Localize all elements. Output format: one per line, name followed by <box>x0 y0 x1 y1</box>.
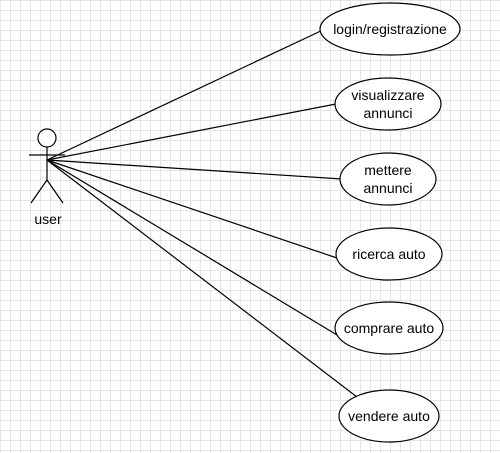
association-line-ricerca <box>46 159 338 259</box>
stick-figure-icon[interactable] <box>29 128 65 204</box>
association-line-mettere <box>46 159 343 180</box>
use-case-comprare-ellipse[interactable] <box>334 301 444 355</box>
use-case-visualizzare-ellipse[interactable] <box>334 77 442 131</box>
use-case-mettere-ellipse[interactable] <box>339 152 437 206</box>
association-line-comprare <box>46 159 343 339</box>
association-lines <box>46 28 358 398</box>
use-case-ricerca-ellipse[interactable] <box>335 227 443 281</box>
use-case-login-ellipse[interactable] <box>319 2 461 56</box>
use-case-label-login[interactable]: login/registrazione <box>333 21 447 37</box>
use-case-vendere-ellipse[interactable] <box>338 389 440 443</box>
association-line-visualizzare <box>46 103 337 161</box>
actor-label: user <box>34 211 62 227</box>
association-line-vendere <box>46 159 358 398</box>
actor-leg-left <box>30 179 48 204</box>
use-case-label-vendere[interactable]: vendere auto <box>348 408 430 424</box>
actor-head <box>37 128 57 148</box>
actor-leg-right <box>46 179 64 204</box>
use-case-label-ricerca[interactable]: ricerca auto <box>352 246 426 262</box>
use-case-label-comprare[interactable]: comprare auto <box>343 320 435 336</box>
use-case-label-visualizzare[interactable]: visualizzare annunci <box>351 87 425 121</box>
use-case-label-mettere[interactable]: mettere annunci <box>363 162 413 196</box>
association-line-login <box>46 28 326 161</box>
